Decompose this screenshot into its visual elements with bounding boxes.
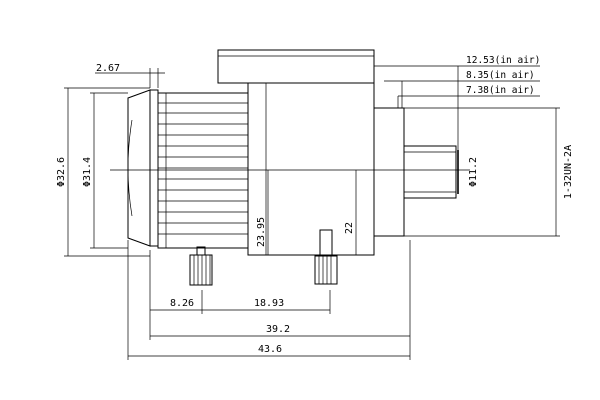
dim-43-6: 43.6 [258,344,282,355]
knurled-ring [157,92,249,249]
front-glass-outline [127,89,151,247]
dim-8-26: 8.26 [170,298,194,309]
dim-12-53: 12.53(in air) [466,55,540,66]
dim-thread: 1-32UN-2A [563,145,574,199]
iris-housing [217,49,375,84]
dim-39-2: 39.2 [266,324,290,335]
front-ring [149,89,159,247]
dim-22: 22 [344,222,355,234]
front-glass-curve [127,119,133,217]
dim-phi-11-2: Φ11.2 [468,157,479,187]
dim-23-95: 23.95 [256,217,267,247]
focus-lock-screw [189,246,213,286]
dim-8-35: 8.35(in air) [466,70,535,81]
rear-flange [373,107,405,237]
dim-18-93: 18.93 [254,298,284,309]
rear-mount-thread [403,145,457,199]
dim-2-67: 2.67 [96,63,120,74]
dim-7-38: 7.38(in air) [466,85,535,96]
dim-phi-32-6: Φ32.6 [56,157,67,187]
iris-lock-screw [314,229,338,285]
dim-phi-31-4: Φ31.4 [82,157,93,187]
